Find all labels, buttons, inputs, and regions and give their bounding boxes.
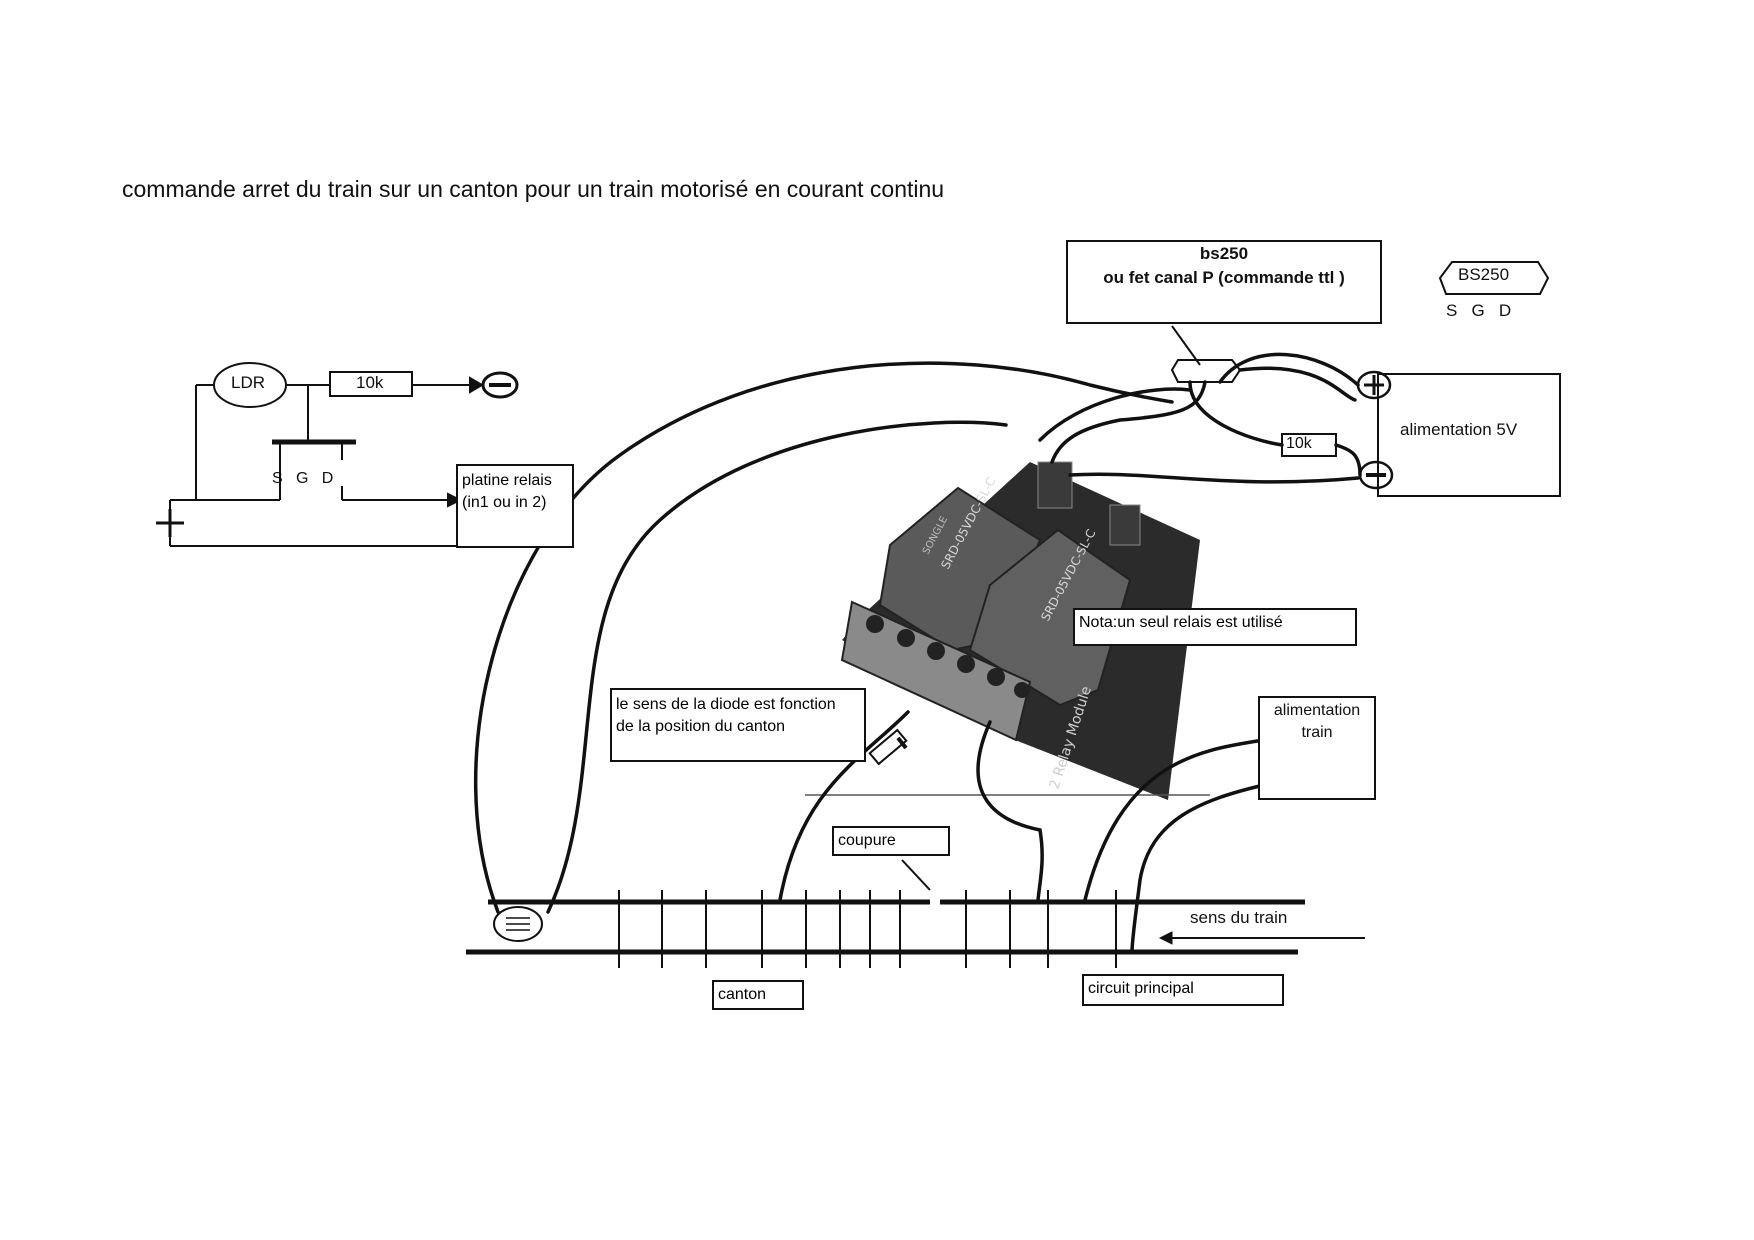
cut-label: coupure [838, 832, 896, 849]
wire-train-power-a [1083, 738, 1266, 902]
diode-note-box: le sens de la diode est fonction de la p… [610, 688, 866, 762]
input-header [1037, 461, 1073, 509]
nota-text: Nota:un seul relais est utilisé [1079, 614, 1283, 631]
canton-box: canton [712, 980, 804, 1010]
wire-relay-com [976, 720, 1044, 902]
track [466, 859, 1365, 968]
page-title: commande arret du train sur un canton po… [122, 176, 945, 202]
sleepers [618, 890, 1117, 968]
transistor-pins: S G D [272, 470, 333, 487]
fet-package [1170, 325, 1242, 383]
diode-note-line1: le sens de la diode est fonction [616, 696, 836, 713]
relay-module-board: SRD-05VDC-SL-C SRD-05VDC-SL-C SONGLE 2 R… [805, 461, 1210, 800]
minus-terminal-left [481, 371, 519, 399]
wire-ldr-inner [546, 420, 1008, 914]
bs250-pins: S G D [1446, 301, 1512, 320]
train-power-line2: train [1301, 724, 1333, 741]
wire-fet-gnd [1038, 387, 1192, 442]
ldr-circuit [156, 362, 519, 547]
cut-box: coupure [832, 826, 950, 856]
wire-fet-in [1238, 366, 1357, 402]
wire-ldr-outer [473, 361, 1174, 914]
canton-label: canton [718, 986, 767, 1003]
power-5v-label: alimentation 5V [1400, 420, 1518, 439]
wire-fet-d [1188, 380, 1284, 447]
relay-board-line1: platine relais [462, 472, 552, 489]
relay-board-box: platine relais (in1 ou in 2) [456, 464, 574, 548]
bs250-pinout-symbol [1438, 261, 1550, 295]
resistor-left-label: 10k [356, 373, 384, 392]
train-power-line1: alimentation [1273, 702, 1361, 719]
bs250-label: BS250 [1458, 265, 1510, 284]
wire-gnd [1068, 472, 1360, 484]
wire-vcc [1334, 443, 1362, 477]
relay-2 [968, 528, 1132, 707]
relay-board-line2: (in1 ou in 2) [462, 494, 547, 511]
diode-note-line2: de la position du canton [616, 718, 786, 735]
fet-box-line1: bs250 [1199, 244, 1249, 263]
main-circuit-box: circuit principal [1082, 974, 1284, 1006]
nota-box: Nota:un seul relais est utilisé [1073, 608, 1357, 646]
fet-description-box: bs250 ou fet canal P (commande ttl ) [1066, 240, 1382, 324]
main-circuit-label: circuit principal [1088, 980, 1194, 997]
wire-train-power-b [1130, 783, 1266, 954]
wire-diode [778, 710, 910, 902]
jumper-header [1109, 504, 1141, 546]
wire-fet-plus [1218, 352, 1360, 387]
train-direction-label: sens du train [1190, 908, 1288, 927]
fet-box-line2: ou fet canal P (commande ttl ) [1103, 268, 1345, 287]
ldr-label: LDR [231, 373, 266, 392]
diode [868, 728, 908, 766]
wires [473, 352, 1362, 954]
resistor-right-label: 10k [1286, 435, 1312, 452]
screw-terminals [840, 600, 1032, 742]
train-power-box: alimentation train [1258, 696, 1376, 800]
